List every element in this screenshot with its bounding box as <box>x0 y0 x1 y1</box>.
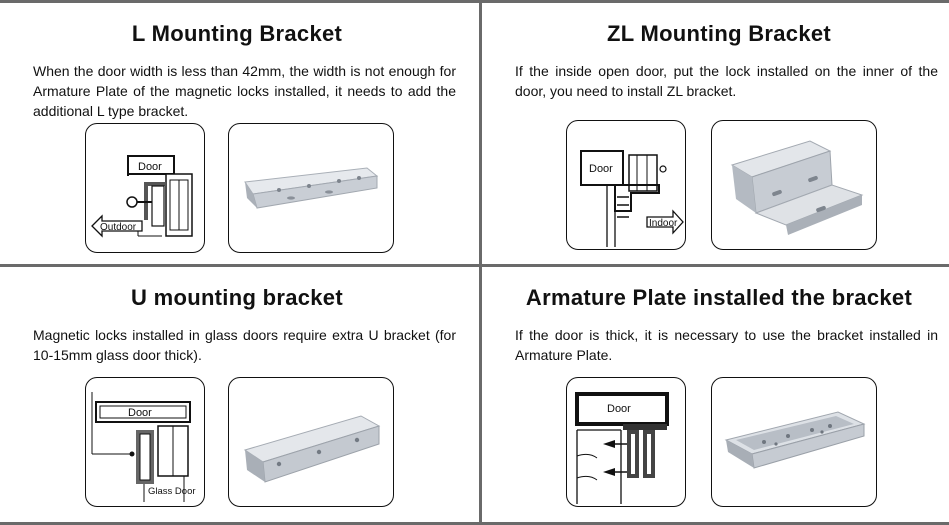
panel-title: L Mounting Bracket <box>131 21 343 46</box>
panel-title: ZL Mounting Bracket <box>606 21 832 46</box>
outdoor-label: Outdoor <box>100 222 137 233</box>
panel-title: Armature Plate installed the bracket <box>525 285 913 310</box>
vertical-divider <box>479 3 482 522</box>
panel-description: When the door width is less than 42mm, t… <box>33 63 456 119</box>
glass-door-label: Glass Door <box>148 486 196 497</box>
panel-l-mounting-bracket: L Mounting Bracket When the door width i… <box>0 3 474 261</box>
door-label: Door <box>128 407 152 419</box>
panel-u-mounting-bracket: U mounting bracket Magnetic locks instal… <box>0 267 474 525</box>
l-bracket-photo <box>228 123 394 253</box>
panel-description: If the inside open door, put the lock in… <box>515 63 938 99</box>
zl-bracket-diagram: Door Indoor <box>566 120 686 250</box>
u-bracket-photo <box>228 377 394 507</box>
door-label: Door <box>589 163 613 175</box>
indoor-label: Indoor <box>649 218 678 229</box>
l-bracket-diagram: Door Outdoor <box>85 123 205 253</box>
panel-armature-plate-bracket: Armature Plate installed the bracket If … <box>482 267 949 525</box>
horizontal-divider <box>0 264 949 267</box>
armature-bracket-diagram: Door <box>566 377 686 507</box>
door-label: Door <box>607 403 631 415</box>
armature-bracket-photo <box>711 377 877 507</box>
door-label: Door <box>138 161 162 173</box>
u-bracket-diagram: Door Glass Door <box>85 377 205 507</box>
panel-title: U mounting bracket <box>131 285 343 310</box>
panel-description: Magnetic locks installed in glass doors … <box>33 327 456 363</box>
zl-bracket-photo <box>711 120 877 250</box>
panel-zl-mounting-bracket: ZL Mounting Bracket If the inside open d… <box>482 3 949 261</box>
panel-description: If the door is thick, it is necessary to… <box>515 327 938 363</box>
